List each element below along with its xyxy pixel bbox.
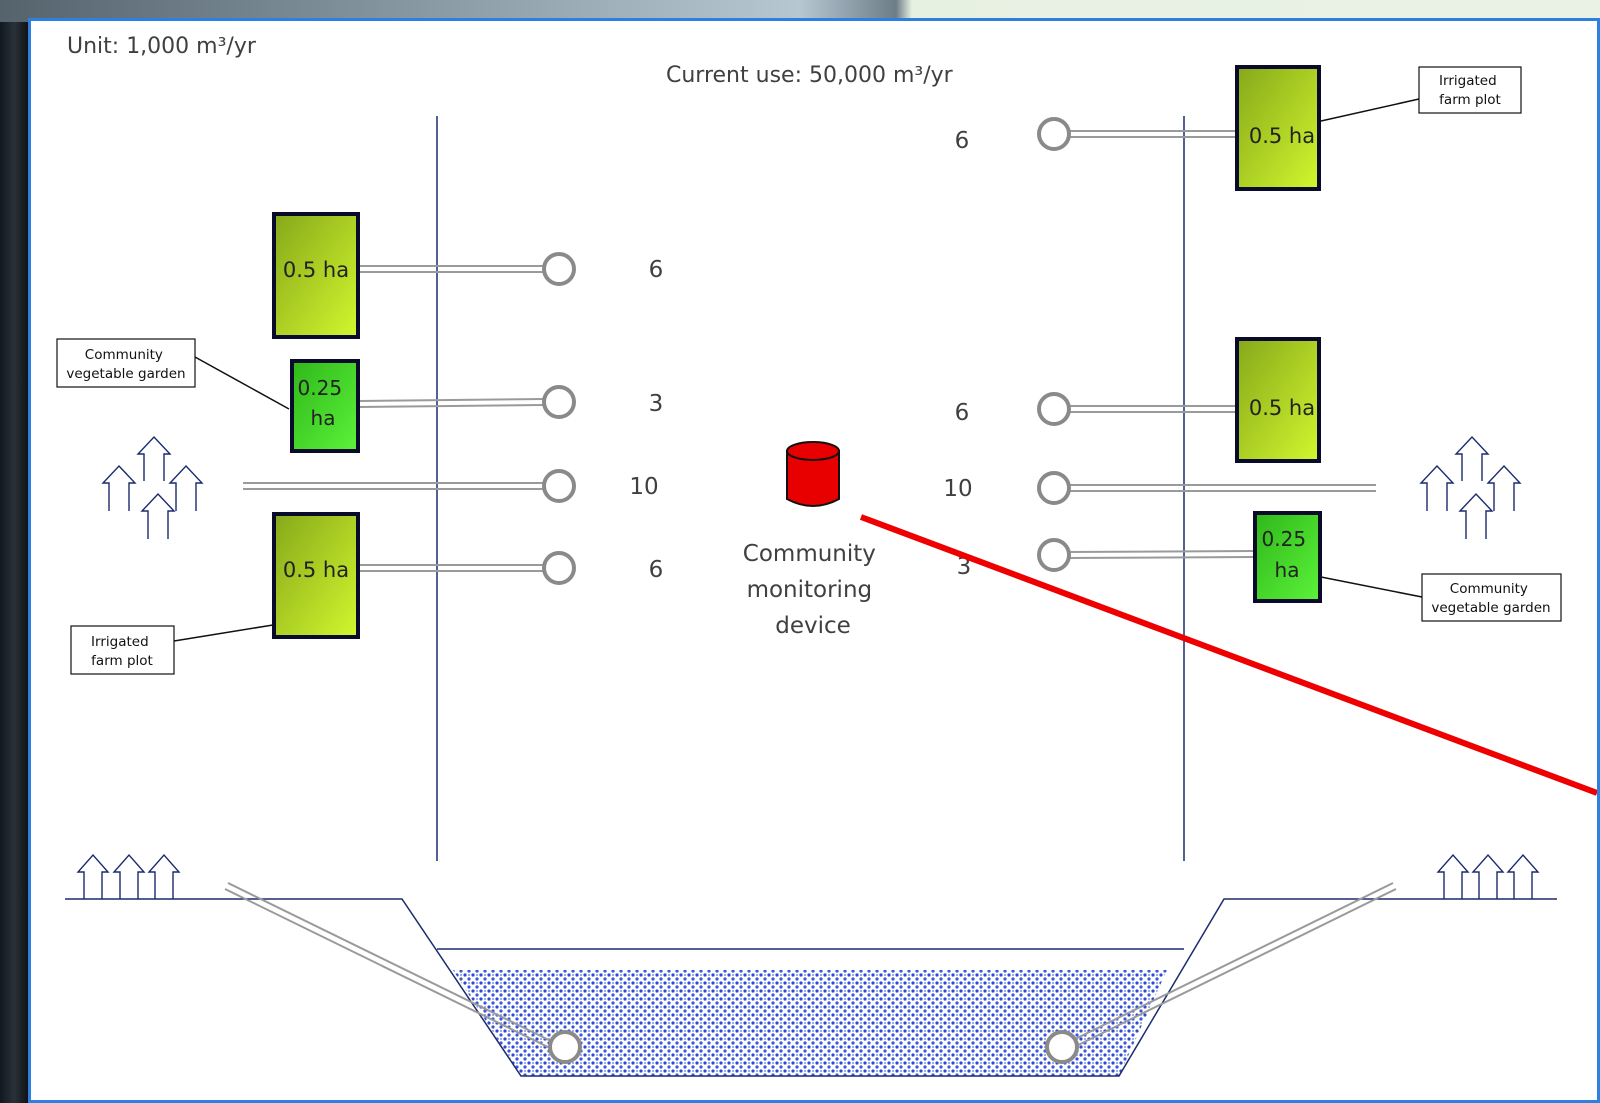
right-garden-callout-l1: Community	[1450, 581, 1528, 597]
left-plot-bottom-label: 0.5 ha	[283, 558, 349, 582]
right-garden	[1253, 511, 1322, 603]
device-label: Community monitoring device	[743, 541, 883, 639]
well-icon	[542, 469, 576, 503]
left-value-top: 6	[649, 257, 664, 283]
left-pipes	[243, 265, 544, 572]
left-garden-callout-line	[194, 356, 290, 410]
left-value-garden: 3	[649, 391, 664, 417]
right-plot-top	[1235, 65, 1321, 191]
right-value-top: 6	[955, 128, 970, 154]
unit-label: Unit: 1,000 m³/yr	[67, 34, 257, 59]
well-icon	[542, 551, 576, 585]
right-riverbank-houses-icon	[1436, 853, 1540, 899]
right-value-middle: 6	[955, 400, 970, 426]
river-wells	[548, 1030, 1079, 1064]
left-houses-icon	[101, 435, 204, 539]
well-icon	[1045, 1030, 1079, 1064]
left-plot-top-label: 0.5 ha	[283, 258, 349, 282]
right-garden-label: 0.25 ha	[1262, 527, 1313, 582]
right-pipes	[1065, 130, 1376, 559]
right-houses-icon	[1419, 435, 1522, 539]
diagram-canvas: Unit: 1,000 m³/yr Current use: 50,000 m³…	[56, 34, 1597, 1077]
current-use-label: Current use: 50,000 m³/yr	[666, 63, 954, 88]
right-plot-middle	[1235, 337, 1321, 463]
device-label-l1: Community	[743, 541, 876, 567]
monitoring-device-icon	[786, 441, 840, 507]
device-label-l3: device	[775, 613, 851, 639]
device-label-l2: monitoring	[747, 577, 873, 603]
left-garden-callout-text: Community vegetable garden	[66, 347, 185, 382]
right-garden-label-l2: ha	[1275, 558, 1300, 582]
left-garden-label-l1: 0.25	[298, 376, 343, 400]
well-icon	[1037, 392, 1071, 426]
right-plot-top-label: 0.5 ha	[1249, 124, 1315, 148]
right-plot-callout-text: Irrigated farm plot	[1439, 73, 1501, 108]
left-wells	[542, 252, 576, 585]
red-pointer-arrow	[859, 514, 1597, 796]
left-garden-callout-l1: Community	[85, 347, 163, 363]
right-garden-callout-box	[1421, 573, 1562, 622]
right-plot-callout-l2: farm plot	[1439, 92, 1501, 108]
top-banner	[0, 0, 1600, 22]
river-intake-pipes	[224, 882, 1397, 1050]
left-garden-callout-box	[56, 338, 196, 388]
well-icon	[1037, 471, 1071, 505]
right-garden-label-l1: 0.25	[1262, 527, 1307, 551]
well-icon	[542, 252, 576, 286]
left-garden	[290, 359, 360, 453]
left-plot-callout-text: Irrigated farm plot	[91, 634, 153, 669]
river-channel-outline	[65, 898, 1557, 1077]
left-plot-callout-l2: farm plot	[91, 653, 153, 669]
left-garden-label: 0.25 ha	[298, 376, 349, 430]
right-garden-callout-text: Community vegetable garden	[1431, 581, 1550, 616]
right-value-houses: 10	[943, 476, 972, 502]
right-plot-middle-label: 0.5 ha	[1249, 396, 1315, 420]
diagram-slide: Unit: 1,000 m³/yr Current use: 50,000 m³…	[28, 18, 1600, 1103]
well-icon	[548, 1030, 582, 1064]
left-riverbank-houses-icon	[76, 853, 181, 899]
left-value-houses: 10	[629, 474, 658, 500]
well-icon	[542, 385, 576, 419]
right-plot-callout-box	[1418, 66, 1522, 114]
right-value-garden: 3	[957, 554, 972, 580]
right-plot-callout-l1: Irrigated	[1439, 73, 1497, 89]
well-icon	[1037, 538, 1071, 572]
river-water	[453, 970, 1167, 1076]
left-plot-callout-l1: Irrigated	[91, 634, 149, 650]
left-value-bottom: 6	[649, 557, 664, 583]
right-garden-callout-l2: vegetable garden	[1431, 600, 1550, 616]
right-wells	[1037, 117, 1071, 572]
left-garden-callout-l2: vegetable garden	[66, 366, 185, 382]
left-plot-top	[272, 212, 360, 339]
left-plot-callout-box	[70, 625, 175, 675]
left-plot-callout-line	[173, 624, 274, 642]
right-plot-callout-line	[1320, 98, 1420, 122]
well-icon	[1037, 117, 1071, 151]
left-garden-label-l2: ha	[311, 406, 336, 430]
left-plot-bottom	[272, 512, 360, 639]
right-garden-callout-line	[1320, 576, 1423, 598]
